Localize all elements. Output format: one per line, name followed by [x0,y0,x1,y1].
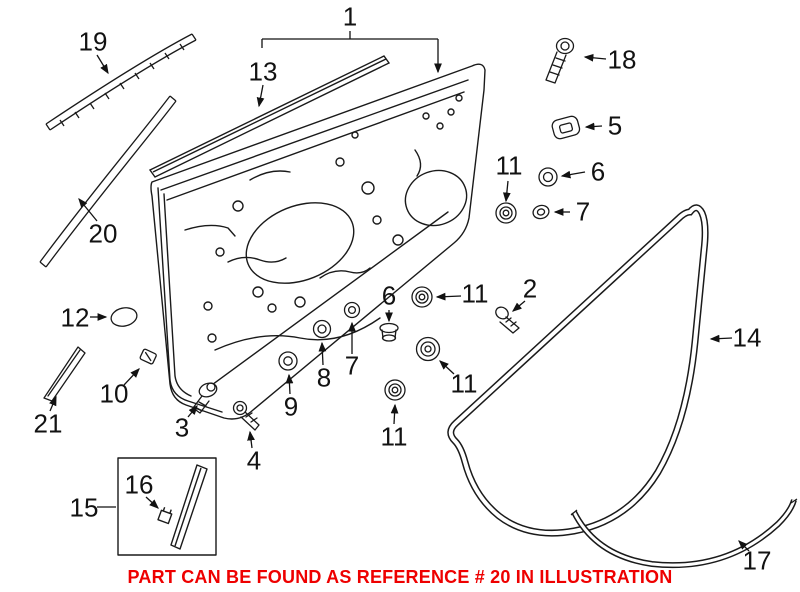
clip-10 [139,348,157,365]
callout-13: 13 [248,56,278,87]
callout-12: 12 [60,302,90,333]
screw-18 [545,37,575,84]
callout-3: 3 [174,412,190,443]
callout-2: 2 [522,273,538,304]
callout-11-d: 11 [380,421,408,452]
grommet-11-lower [384,379,406,401]
grommet-7-mid [343,301,361,319]
callout-10: 10 [99,378,129,409]
callout-6-a: 6 [590,156,606,187]
grommet-6-upper [538,167,558,187]
callout-11-b: 11 [461,278,489,309]
grommet-11-upper [495,202,517,224]
inset-box-15 [117,457,217,556]
callout-16: 16 [124,469,154,500]
wedge-strip-21 [43,346,86,402]
callout-4: 4 [246,445,262,476]
callout-7-b: 7 [344,350,360,381]
plug-6-mid [379,322,399,342]
callout-19: 19 [78,26,108,57]
callout-20: 20 [88,218,118,249]
callout-14: 14 [732,322,762,353]
belt-molding-strip-19 [45,33,197,131]
callout-7-a: 7 [575,196,591,227]
grommet-11-mid [411,286,433,308]
callout-18: 18 [607,44,637,75]
callout-9: 9 [283,391,299,422]
window-molding-strip-13 [148,55,391,178]
door-panel-drawing [150,63,486,420]
reference-footer-note: PART CAN BE FOUND AS REFERENCE # 20 IN I… [127,567,673,587]
callout-5: 5 [607,110,623,141]
clip-5 [551,115,581,140]
grommet-7-upper [532,204,550,220]
callout-21: 21 [33,408,63,439]
callout-15: 15 [69,492,99,523]
clip-16 [157,506,173,525]
bolt-3 [192,382,218,414]
callout-8: 8 [316,362,332,393]
callout-1: 1 [342,1,358,32]
bolt-4 [232,400,260,431]
molding-strip-20 [39,95,177,268]
callout-6-b: 6 [381,280,397,311]
callout-11-c: 11 [450,368,478,399]
grommet-11-center [415,336,441,362]
callout-arrows [49,31,750,552]
lower-seal-strip-17 [570,498,798,569]
callout-17: 17 [742,545,772,576]
plug-9 [278,351,298,371]
bolt-2 [495,306,520,334]
grommet-8 [312,319,332,339]
door-seal-14 [447,204,709,537]
callout-11-a: 11 [495,150,523,181]
oval-plug-12 [110,307,138,327]
